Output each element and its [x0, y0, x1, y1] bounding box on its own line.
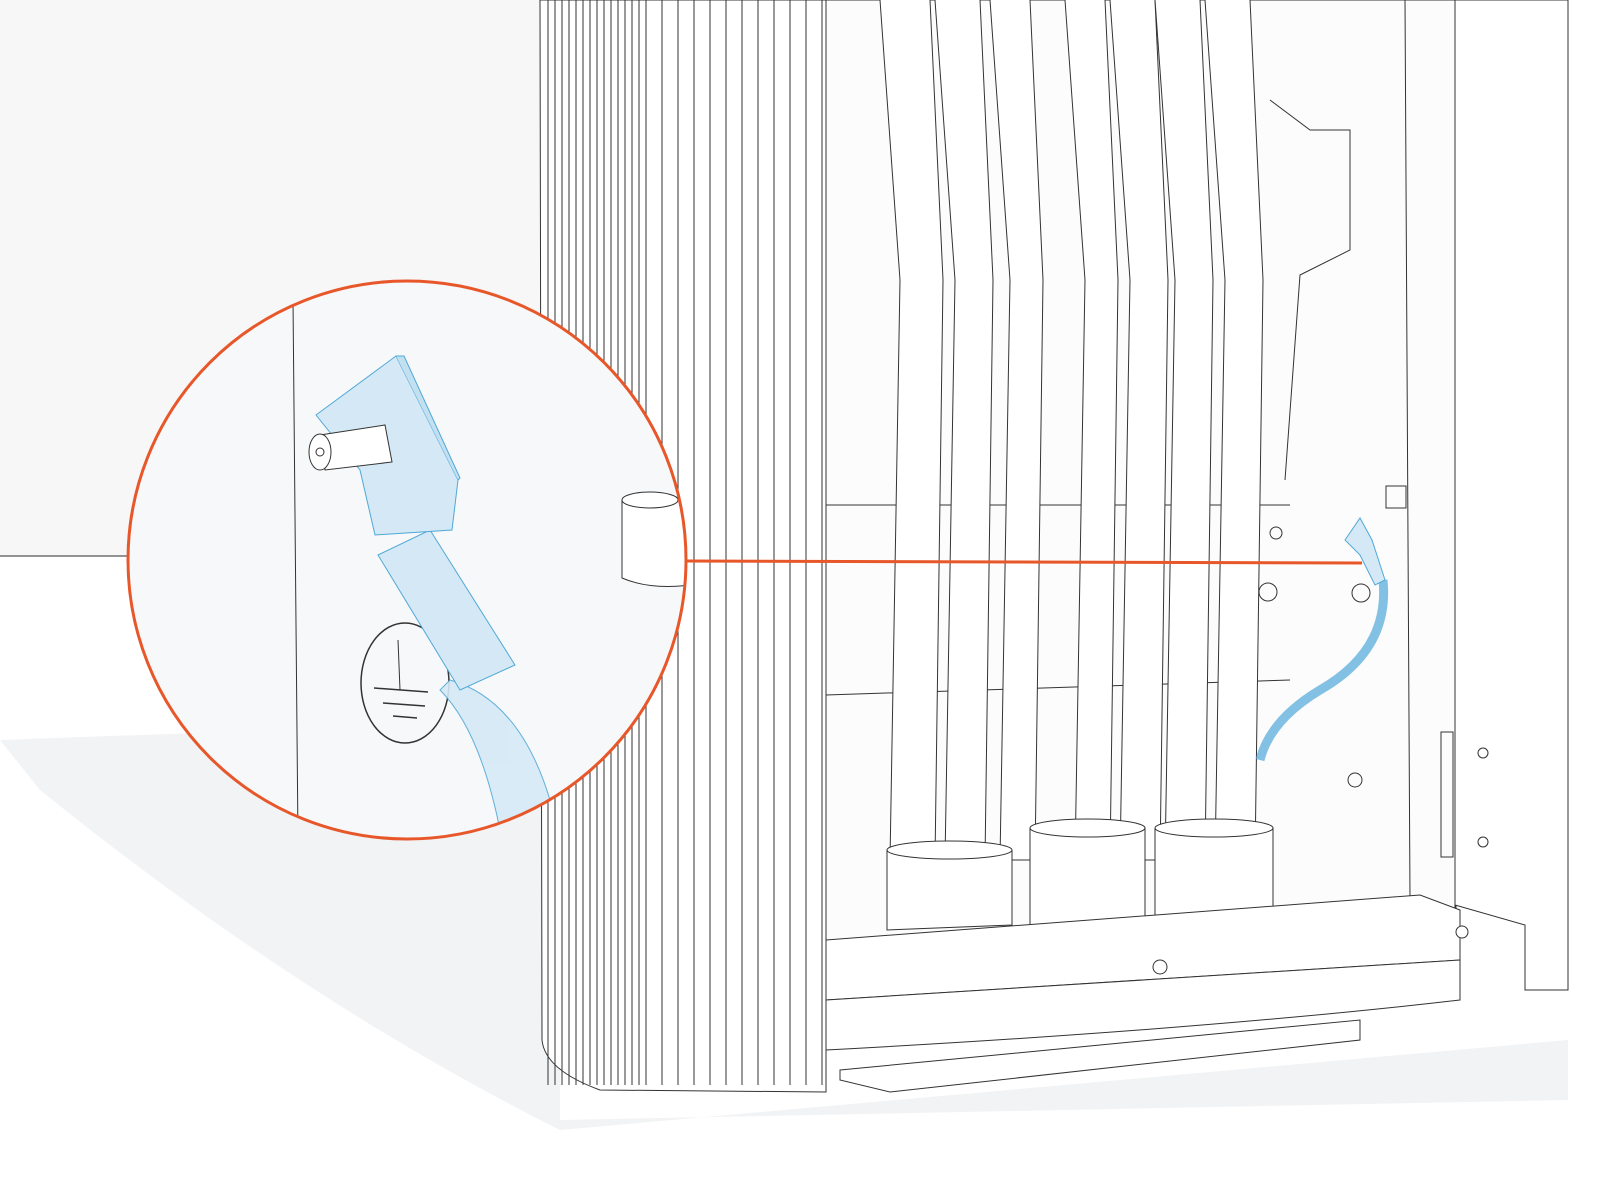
ground-cable-small [1255, 517, 1389, 762]
cable-conduit [1029, 828, 1146, 931]
cable-conduit-rim [1029, 818, 1146, 838]
power-cable [989, 0, 1044, 861]
cabinet-interior [825, 0, 1569, 1093]
cable-conduit-rim [1154, 818, 1274, 838]
cable-conduit [886, 850, 1013, 931]
ground-symbol-icon [1351, 583, 1371, 603]
screw-icon [308, 424, 393, 471]
callout-leader-line [685, 559, 1363, 565]
callout-magnifier [126, 279, 688, 841]
cable-conduit-rim [886, 840, 1013, 860]
ground-symbol-icon [1258, 582, 1278, 602]
